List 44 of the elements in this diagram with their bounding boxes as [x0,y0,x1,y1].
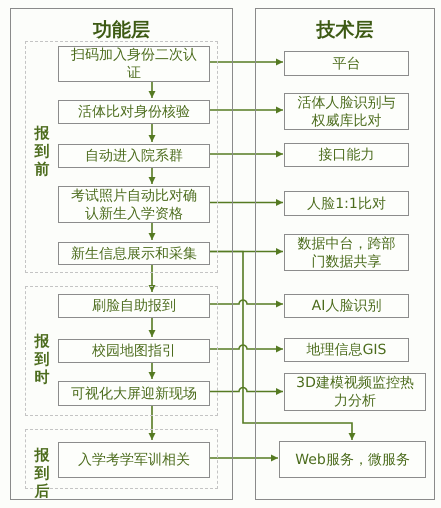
arrow [148,361,156,379]
arrow [208,386,283,395]
layer-panel [10,8,233,500]
process-box: 扫码加入身份二次认证 [58,46,210,82]
panel-title: 技术层 [315,18,374,43]
arrow [148,263,156,292]
process-box: 活体人脸识别与权威库比对 [284,93,409,130]
panel-title: 功能层 [92,18,151,43]
process-box: 活体比对身份核验 [58,100,210,124]
process-box: 数据中台，跨部门数据共享 [284,234,409,271]
arrow [148,80,156,98]
arrow [208,58,283,66]
arrow [148,166,156,184]
stage-label: 报到时 [34,332,50,386]
arrow [208,199,283,206]
process-box: 地理信息GIS [284,338,409,362]
process-box: 入学考学军训相关 [58,442,210,478]
process-box: 新生信息展示和采集 [58,242,210,265]
process-box: 刷脸自助报到 [58,294,210,318]
arrow [148,316,156,337]
process-box: 平台 [284,51,409,76]
process-box: AI人脸识别 [284,294,409,318]
arrow [148,404,156,440]
stage-group [25,286,218,416]
arrow [208,454,278,462]
arrow [148,221,156,240]
process-box: 人脸1:1比对 [284,191,409,216]
arrow [208,150,283,158]
process-box: 3D建模视频监控热力分析 [284,373,426,411]
arrow [208,250,356,440]
stage-group [25,41,218,273]
process-box: 校园地图指引 [58,339,210,363]
process-box: 自动进入院系群 [58,144,210,168]
arrow [208,344,283,352]
arrow [208,299,283,308]
layer-panel [255,8,435,500]
process-box: 考试照片自动比对确认新生入学资格 [58,186,210,223]
process-box: Web服务，微服务 [279,441,426,478]
arrow [148,122,156,142]
stage-label: 报到前 [34,124,50,178]
stage-label: 报到后 [34,446,50,500]
process-box: 可视化大屏迎新现场 [58,381,210,406]
arrow [208,106,283,114]
process-box: 接口能力 [284,143,409,167]
